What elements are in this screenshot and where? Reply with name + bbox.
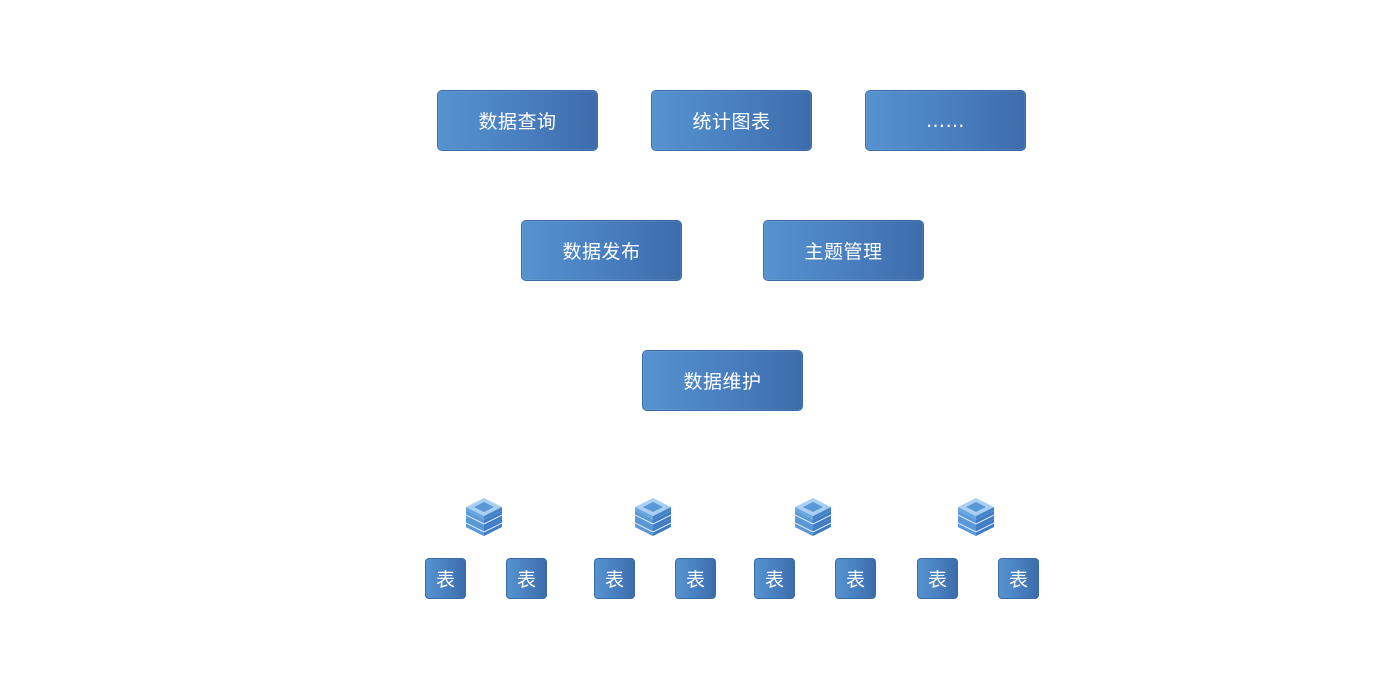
database-icon — [465, 498, 503, 536]
node-statistics-chart: 统计图表 — [651, 90, 812, 151]
table-node: 表 — [675, 558, 716, 599]
node-data-query: 数据查询 — [437, 90, 598, 151]
table-node: 表 — [917, 558, 958, 599]
table-label: 表 — [764, 569, 784, 591]
table-node: 表 — [594, 558, 635, 599]
node-label: …… — [926, 109, 965, 132]
table-label: 表 — [1008, 569, 1028, 591]
database-icon — [634, 498, 672, 536]
node-label: 主题管理 — [804, 241, 883, 263]
node-more: …… — [865, 90, 1026, 151]
node-data-publish: 数据发布 — [521, 220, 682, 281]
node-label: 数据发布 — [562, 241, 641, 263]
database-icon — [957, 498, 995, 536]
table-label: 表 — [516, 569, 536, 591]
table-label: 表 — [685, 569, 705, 591]
table-node: 表 — [998, 558, 1039, 599]
table-label: 表 — [435, 569, 455, 591]
node-label: 数据维护 — [683, 371, 762, 393]
node-topic-management: 主题管理 — [763, 220, 924, 281]
table-label: 表 — [927, 569, 947, 591]
table-node: 表 — [425, 558, 466, 599]
table-node: 表 — [506, 558, 547, 599]
node-label: 数据查询 — [478, 111, 557, 133]
table-label: 表 — [845, 569, 865, 591]
table-label: 表 — [604, 569, 624, 591]
database-icon — [794, 498, 832, 536]
table-node: 表 — [835, 558, 876, 599]
node-data-maintenance: 数据维护 — [642, 350, 803, 411]
node-label: 统计图表 — [692, 111, 771, 133]
table-node: 表 — [754, 558, 795, 599]
